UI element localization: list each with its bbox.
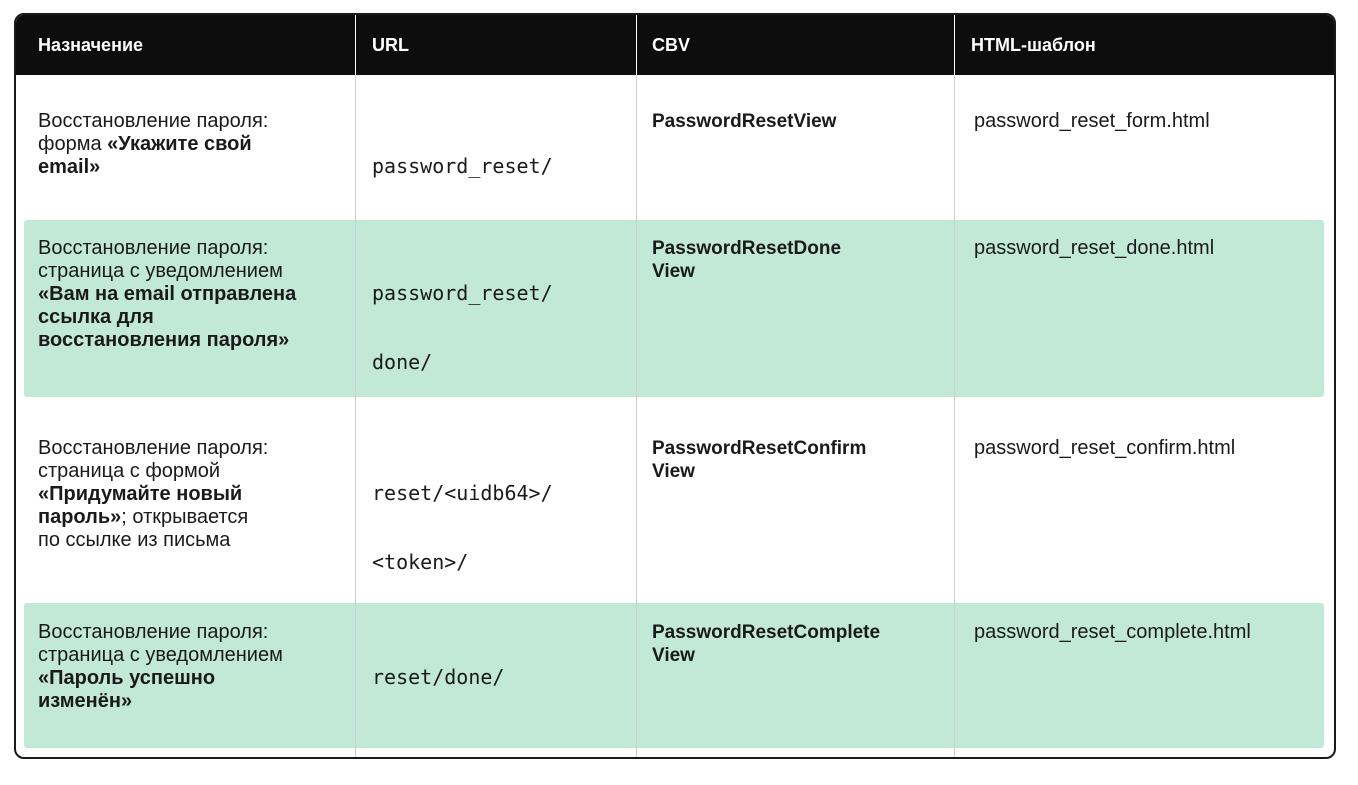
row3-purpose-line5: по ссылке из письма xyxy=(38,529,231,551)
row4-url-line1: reset/done/ xyxy=(372,665,505,689)
row-highlight-2 xyxy=(24,220,1324,397)
row3-cbv-line1: PasswordResetConfirm xyxy=(652,438,867,459)
row2-url-line1: password_reset/ xyxy=(372,281,553,305)
row2-url-line2: done/ xyxy=(372,350,433,374)
header-template: HTML-шаблон xyxy=(971,35,1096,55)
row3-purpose-line2: страница с формой xyxy=(38,460,221,482)
row4-url: reset/done/ xyxy=(372,620,504,735)
row3-url-line2: <token>/ xyxy=(372,550,469,574)
row2-purpose-line3: «Вам на email отправлена xyxy=(38,283,297,305)
row2-purpose: Восстановление пароля: страница с уведом… xyxy=(38,237,343,352)
row4-cbv-line2: View xyxy=(652,645,695,666)
row2-purpose-line1: Восстановление пароля: xyxy=(38,237,269,259)
row4-purpose-line3: «Пароль успешно xyxy=(38,667,216,689)
row3-cbv-line2: View xyxy=(652,461,695,482)
row2-cbv: PasswordResetDone View xyxy=(652,237,841,283)
row3-cbv: PasswordResetConfirm View xyxy=(652,437,866,483)
row4-purpose: Восстановление пароля: страница с уведом… xyxy=(38,621,343,713)
row1-purpose-line2-bold: «Укажите свой xyxy=(107,133,252,155)
row4-cbv: PasswordResetComplete View xyxy=(652,621,880,667)
row4-purpose-line4: изменён» xyxy=(38,690,133,712)
row3-purpose-line4-bold: пароль» xyxy=(38,506,122,528)
row1-cbv-line1: PasswordResetView xyxy=(652,111,837,132)
row3-url-line1: reset/<uidb64>/ xyxy=(372,481,553,505)
row2-purpose-line5: восстановления пароля» xyxy=(38,329,290,351)
row1-template: password_reset_form.html xyxy=(974,110,1210,132)
row2-purpose-line2: страница с уведомлением xyxy=(38,260,283,282)
row1-purpose-line2-plain: форма xyxy=(38,133,108,155)
row1-purpose-line1: Восстановление пароля: xyxy=(38,110,269,132)
row2-url: password_reset/ done/ xyxy=(372,236,553,420)
row3-purpose-line4: пароль»; открывается xyxy=(38,506,343,529)
header-url: URL xyxy=(372,35,409,55)
row2-cbv-line1: PasswordResetDone xyxy=(652,238,842,259)
header-purpose: Назначение xyxy=(38,35,144,55)
column-separator xyxy=(636,15,637,757)
column-separator xyxy=(954,15,955,757)
row4-cbv-line1: PasswordResetComplete xyxy=(652,622,881,643)
row3-url: reset/<uidb64>/ <token>/ xyxy=(372,436,553,620)
row1-purpose: Восстановление пароля: форма «Укажите св… xyxy=(38,110,343,179)
header-cbv: CBV xyxy=(652,35,691,55)
column-separator xyxy=(355,15,356,757)
password-reset-table: Назначение URL CBV HTML-шаблон Восстанов… xyxy=(14,13,1336,759)
row1-purpose-line3: email» xyxy=(38,156,101,178)
row1-url-line1: password_reset/ xyxy=(372,154,553,178)
header-separator xyxy=(954,15,955,75)
table-header: Назначение URL CBV HTML-шаблон xyxy=(16,15,1334,75)
row3-purpose-line3: «Придумайте новый xyxy=(38,483,243,505)
row1-url: password_reset/ xyxy=(372,109,553,224)
header-separator xyxy=(355,15,356,75)
row4-purpose-line2: страница с уведомлением xyxy=(38,644,283,666)
row1-cbv: PasswordResetView xyxy=(652,110,836,133)
row2-template: password_reset_done.html xyxy=(974,237,1215,259)
row4-purpose-line1: Восстановление пароля: xyxy=(38,621,269,643)
row4-template: password_reset_complete.html xyxy=(974,621,1251,643)
header-separator xyxy=(636,15,637,75)
row2-purpose-line4: ссылка для xyxy=(38,306,154,328)
row-highlight-4 xyxy=(24,603,1324,748)
row3-template: password_reset_confirm.html xyxy=(974,437,1236,459)
row3-purpose-line4-plain: ; открывается xyxy=(121,506,249,528)
row3-purpose: Восстановление пароля: страница с формой… xyxy=(38,437,343,552)
row2-cbv-line2: View xyxy=(652,261,695,282)
row3-purpose-line1: Восстановление пароля: xyxy=(38,437,269,459)
row1-purpose-line2: форма «Укажите свой xyxy=(38,133,343,156)
